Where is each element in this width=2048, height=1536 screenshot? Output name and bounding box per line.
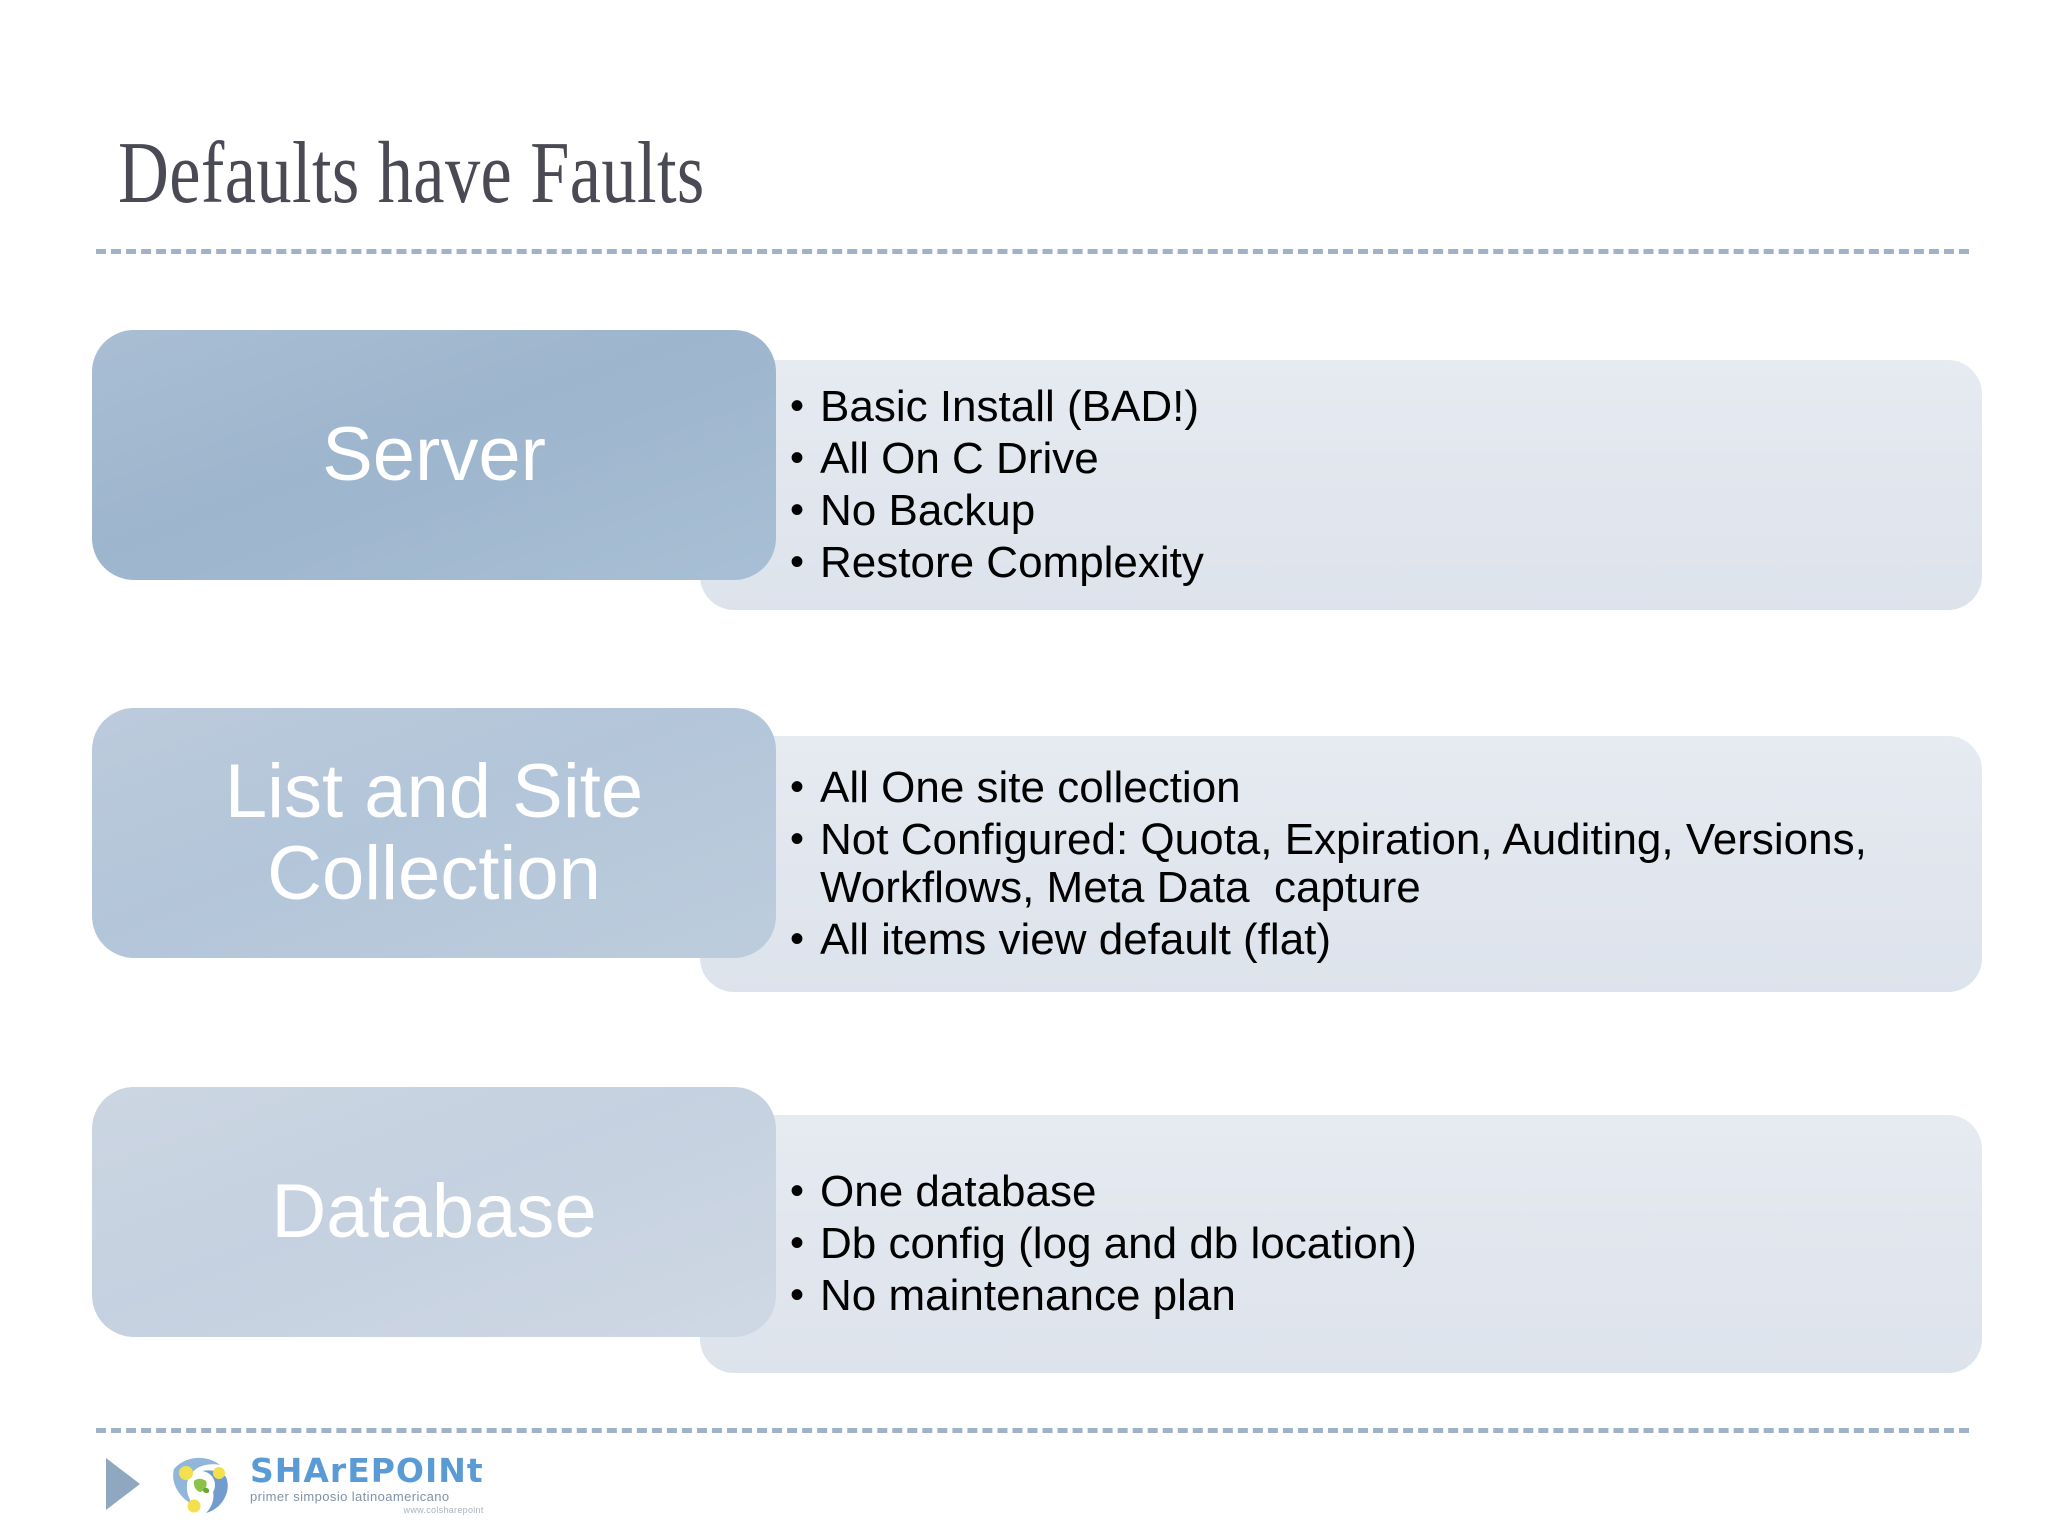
diagram-row-label-database[interactable]: Database (92, 1087, 776, 1337)
page-title: Defaults have Faults (118, 125, 705, 222)
diagram-row-content-database: One database Db config (log and db locat… (700, 1115, 1982, 1373)
diagram-row: Database One database Db config (log and… (0, 1087, 2048, 1373)
logo-text-block: SHArEPOINt primer simposio latinoamerica… (250, 1454, 484, 1515)
logo-wordmark: SHArEPOINt (250, 1450, 484, 1490)
list-item: One database (790, 1168, 1942, 1216)
logo-subtagline: www.colsharepoint (403, 1504, 484, 1515)
play-triangle-icon (106, 1458, 140, 1510)
list-item: Db config (log and db location) (790, 1220, 1942, 1268)
list-item: No maintenance plan (790, 1272, 1942, 1320)
slide-footer: SHArEPOINt primer simposio latinoamerica… (96, 1442, 484, 1526)
diagram-row: Server Basic Install (BAD!) All On C Dri… (0, 330, 2048, 610)
title-divider (96, 249, 1969, 254)
bullet-list: One database Db config (log and db locat… (790, 1168, 1942, 1320)
diagram-row-content-list-and-site-collection: All One site collection Not Configured: … (700, 736, 1982, 992)
logo-tagline: primer simposio latinoamericano (250, 1488, 450, 1504)
bullet-list: Basic Install (BAD!) All On C Drive No B… (790, 383, 1942, 587)
diagram-row: List and Site Collection All One site co… (0, 708, 2048, 992)
list-item: All On C Drive (790, 435, 1942, 483)
sharepoint-symposium-logo: SHArEPOINt primer simposio latinoamerica… (164, 1447, 484, 1521)
bullet-list: All One site collection Not Configured: … (790, 764, 1942, 964)
list-item: Restore Complexity (790, 538, 1942, 587)
list-item: All One site collection (790, 764, 1942, 812)
list-item: No Backup (790, 487, 1942, 535)
globe-swirl-icon (164, 1447, 238, 1521)
diagram-row-label-list-and-site-collection[interactable]: List and Site Collection (92, 708, 776, 958)
list-item: Not Configured: Quota, Expiration, Audit… (790, 816, 1942, 912)
diagram-row-label-server[interactable]: Server (92, 330, 776, 580)
list-item: Basic Install (BAD!) (790, 383, 1942, 431)
list-item: All items view default (flat) (790, 915, 1942, 964)
diagram-row-content-server: Basic Install (BAD!) All On C Drive No B… (700, 360, 1982, 610)
footer-divider (96, 1428, 1969, 1433)
